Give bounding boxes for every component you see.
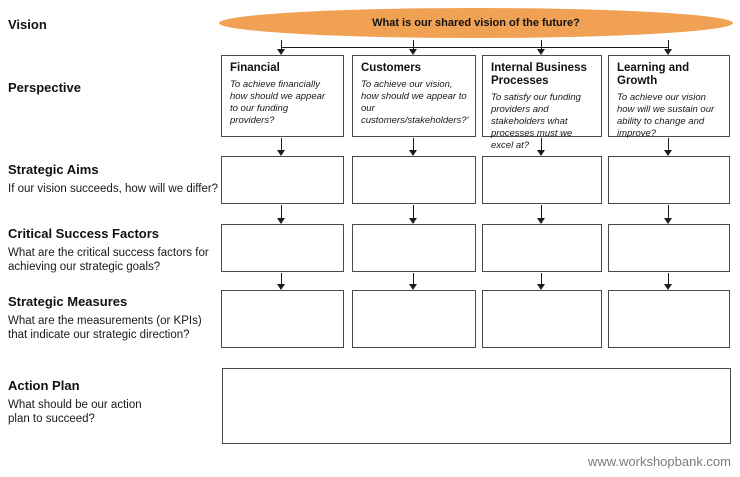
arrow-down-icon bbox=[277, 273, 286, 290]
strategic-aims-box-1 bbox=[221, 156, 344, 204]
perspective-description: To satisfy our funding providers and sta… bbox=[491, 92, 581, 151]
perspective-description: To achieve our vision how will we sustai… bbox=[617, 92, 715, 139]
strategic-measures-row-label: Strategic Measures What are the measurem… bbox=[8, 294, 220, 342]
perspective-description: To achieve our vision, how should we app… bbox=[361, 79, 469, 126]
arrow-down-icon bbox=[664, 273, 673, 290]
vision-row-label: Vision bbox=[8, 17, 220, 32]
perspective-title: Learning and Growth bbox=[617, 62, 690, 87]
perspective-title: Customers bbox=[361, 62, 422, 74]
vision-ellipse: What is our shared vision of the future? bbox=[219, 8, 733, 38]
vision-label: Vision bbox=[8, 17, 47, 32]
strategic-measures-box-2 bbox=[352, 290, 476, 348]
strategic-aims-label: Strategic Aims bbox=[8, 162, 99, 177]
critical-success-factors-box-1 bbox=[221, 224, 344, 272]
critical-success-factors-question: What are the critical success factors fo… bbox=[8, 247, 209, 273]
perspective-box-financial: Financial To achieve financially how sho… bbox=[221, 55, 344, 137]
strategic-measures-box-3 bbox=[482, 290, 602, 348]
strategic-measures-box-1 bbox=[221, 290, 344, 348]
strategic-aims-box-2 bbox=[352, 156, 476, 204]
strategic-aims-box-4 bbox=[608, 156, 730, 204]
strategic-measures-label: Strategic Measures bbox=[8, 294, 128, 309]
arrow-down-icon bbox=[277, 138, 286, 156]
arrow-down-icon bbox=[537, 205, 546, 224]
arrow-down-icon bbox=[664, 205, 673, 224]
strategic-measures-box-4 bbox=[608, 290, 730, 348]
perspective-row-label: Perspective bbox=[8, 80, 220, 95]
arrow-down-icon bbox=[537, 138, 546, 156]
perspective-box-customers: Customers To achieve our vision, how sho… bbox=[352, 55, 476, 137]
critical-success-factors-row-label: Critical Success Factors What are the cr… bbox=[8, 226, 220, 274]
arrow-down-icon bbox=[409, 205, 418, 224]
vision-connector-line bbox=[282, 47, 669, 48]
perspective-title: Internal Business Processes bbox=[491, 62, 587, 87]
critical-success-factors-box-4 bbox=[608, 224, 730, 272]
arrow-down-icon bbox=[664, 40, 673, 55]
perspective-box-learning-and-growth: Learning and Growth To achieve our visio… bbox=[608, 55, 730, 139]
arrow-down-icon bbox=[409, 273, 418, 290]
action-plan-question: What should be our action plan to succee… bbox=[8, 399, 142, 425]
action-plan-row-label: Action Plan What should be our action pl… bbox=[8, 378, 220, 426]
vision-ellipse-text: What is our shared vision of the future? bbox=[372, 17, 580, 29]
critical-success-factors-label: Critical Success Factors bbox=[8, 226, 160, 241]
arrow-down-icon bbox=[664, 138, 673, 156]
strategic-measures-question: What are the measurements (or KPIs) that… bbox=[8, 315, 202, 341]
arrow-down-icon bbox=[409, 138, 418, 156]
website-watermark: www.workshopbank.com bbox=[587, 454, 731, 469]
arrow-down-icon bbox=[409, 40, 418, 55]
arrow-down-icon bbox=[277, 205, 286, 224]
strategic-aims-row-label: Strategic Aims If our vision succeeds, h… bbox=[8, 162, 220, 197]
critical-success-factors-box-3 bbox=[482, 224, 602, 272]
action-plan-label: Action Plan bbox=[8, 378, 80, 393]
critical-success-factors-box-2 bbox=[352, 224, 476, 272]
arrow-down-icon bbox=[537, 40, 546, 55]
strategic-aims-question: If our vision succeeds, how will we diff… bbox=[8, 183, 219, 195]
perspective-title: Financial bbox=[230, 62, 280, 74]
action-plan-box bbox=[222, 368, 731, 444]
perspective-description: To achieve financially how should we app… bbox=[230, 79, 326, 126]
perspective-box-internal-business-processes: Internal Business Processes To satisfy o… bbox=[482, 55, 602, 151]
strategic-aims-box-3 bbox=[482, 156, 602, 204]
arrow-down-icon bbox=[537, 273, 546, 290]
perspective-label: Perspective bbox=[8, 80, 81, 95]
arrow-down-icon bbox=[277, 40, 286, 55]
